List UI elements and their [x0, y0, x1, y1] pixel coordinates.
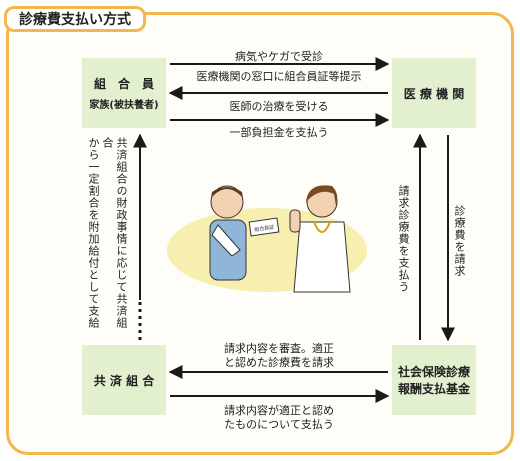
member-label: 組 合 員: [93, 77, 154, 91]
label-pay-claim: 請求診療費を支払う: [397, 185, 410, 293]
medical-institution-box: 医 療 機 関: [392, 58, 476, 128]
dependent-label: 家族(被扶養者): [89, 100, 159, 111]
label-payment-1: 請求内容が適正と認め: [224, 404, 334, 417]
mutual-aid-label: 共 済 組 合: [93, 373, 155, 388]
mutual-aid-box: 共 済 組 合: [82, 345, 166, 415]
payment-fund-label-1: 社会保険診療: [397, 365, 470, 379]
payment-fund-label-2: 報酬支払基金: [397, 382, 470, 396]
member-box: 組 合 員 家族(被扶養者): [82, 58, 166, 128]
label-supplementary-a: 共済組合の財政事情に応じて共済組合: [101, 137, 128, 329]
card-text: 組合員証: [254, 224, 275, 234]
diagram-title: 診療費支払い方式: [4, 6, 146, 32]
label-supplementary-b: から一定割合を附加給付として支給: [87, 137, 100, 329]
label-review-2: と認めた診療費を請求: [224, 356, 334, 369]
payment-fund-box: 社会保険診療 報酬支払基金: [392, 345, 476, 415]
label-treatment: 医師の治療を受ける: [229, 100, 329, 113]
label-review-1: 請求内容を審査。適正: [224, 342, 334, 355]
label-show-card: 医療機関の窓口に組合員証等提示: [196, 70, 362, 83]
label-visit: 病気やケガで受診: [235, 50, 323, 63]
patient-doctor-illustration: 組合員証: [167, 185, 367, 293]
label-claim: 診療費を請求: [453, 205, 466, 277]
label-payment-2: たものについて支払う: [224, 418, 334, 431]
medical-institution-label: 医 療 機 関: [403, 86, 465, 101]
label-copay: 一部負担金を支払う: [229, 126, 329, 139]
